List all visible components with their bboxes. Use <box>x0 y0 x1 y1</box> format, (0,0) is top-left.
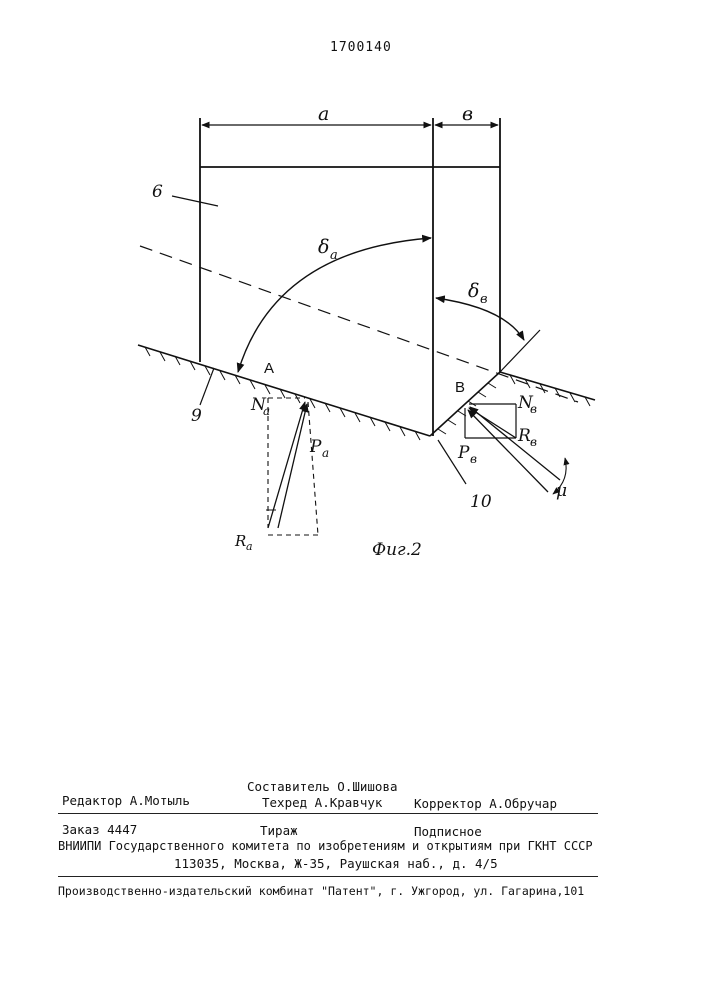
imprint-rule-top <box>58 813 598 814</box>
imprint-subscription: Подписное <box>414 824 482 839</box>
figure-svg: a в 6 δ a δ в 9 A <box>0 0 707 620</box>
force-nb-sub: в <box>530 402 537 416</box>
force-diagram-b <box>465 404 566 494</box>
imprint-circulation: Тираж <box>260 823 298 838</box>
part-6-label: 6 <box>152 182 163 202</box>
angle-b-ray <box>500 330 540 372</box>
imprint-compiler: Составитель О.Шишова <box>247 779 398 794</box>
force-na-sub: a <box>263 404 270 418</box>
force-rb-main: R <box>517 426 531 446</box>
leader-line-9 <box>200 368 214 405</box>
ground-surface <box>138 345 595 436</box>
angle-delta-a-sub: a <box>330 248 338 263</box>
angle-mu-label: μ <box>556 481 567 501</box>
imprint-vniipi-line1: ВНИИПИ Государственного комитета по изоб… <box>58 839 593 853</box>
force-pa-main: P <box>309 437 322 457</box>
point-b-label: B <box>455 379 465 396</box>
angle-delta-a-main: δ <box>318 236 329 258</box>
force-pa-sub: a <box>322 446 329 460</box>
leader-line-6 <box>172 196 218 206</box>
imprint-rule-bottom <box>58 876 598 877</box>
dim-a-label: a <box>318 103 329 125</box>
force-ra-sub: a <box>246 540 253 553</box>
imprint-publisher: Производственно-издательский комбинат "П… <box>58 884 584 898</box>
figure-2-drawing: a в 6 δ a δ в 9 A <box>0 0 707 620</box>
force-pb-sub: в <box>470 452 477 466</box>
angle-delta-b-main: δ <box>468 280 479 302</box>
imprint-techred: Техред А.Кравчук <box>262 795 382 810</box>
force-diagram-a <box>266 398 318 535</box>
imprint-order: Заказ 4447 <box>62 822 137 837</box>
part-10-label: 10 <box>470 492 492 512</box>
point-a-label: A <box>264 360 274 377</box>
force-pb-main: P <box>457 443 470 463</box>
figure-caption: Фиг.2 <box>372 540 422 560</box>
dim-b-label: в <box>462 103 473 125</box>
part-9-label: 9 <box>191 406 202 426</box>
angle-delta-b-sub: в <box>480 292 488 307</box>
imprint-corrector: Корректор А.Обручар <box>414 796 557 811</box>
force-rb-sub: в <box>530 435 537 449</box>
imprint-editor: Редактор А.Мотыль <box>62 793 190 808</box>
force-ra-main: R <box>234 532 246 550</box>
imprint-vniipi-line2: 113035, Москва, Ж-35, Раушская наб., д. … <box>174 856 498 871</box>
